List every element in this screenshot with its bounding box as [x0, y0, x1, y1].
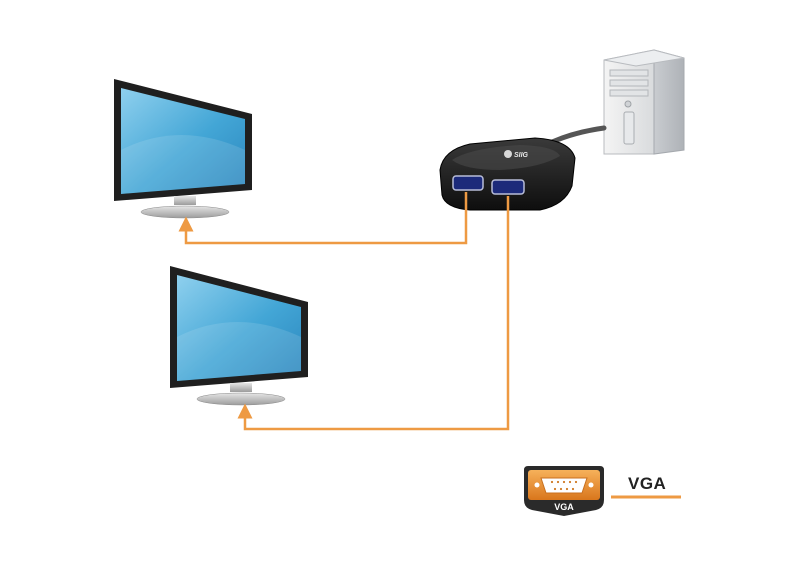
vga-connector-icon: [534, 477, 594, 494]
monitor-2-icon: [170, 266, 308, 406]
vga-splitter-box: SIIG: [439, 137, 576, 211]
monitor-1-icon: [114, 79, 252, 219]
pc-input-cable: [549, 125, 607, 145]
legend-vga-label: VGA: [628, 474, 667, 493]
vga-port-1: [452, 175, 484, 191]
vga-badge: VGA: [524, 466, 604, 516]
svg-text:SIIG: SIIG: [514, 152, 529, 159]
vga-port-2: [491, 179, 525, 195]
vga-cable-to-monitor-1: [178, 192, 468, 245]
vga-cable-to-monitor-2: [237, 196, 510, 431]
computer-tower-icon: [603, 49, 685, 155]
siig-logo: SIIG: [504, 150, 529, 159]
badge-label: VGA: [554, 502, 574, 512]
